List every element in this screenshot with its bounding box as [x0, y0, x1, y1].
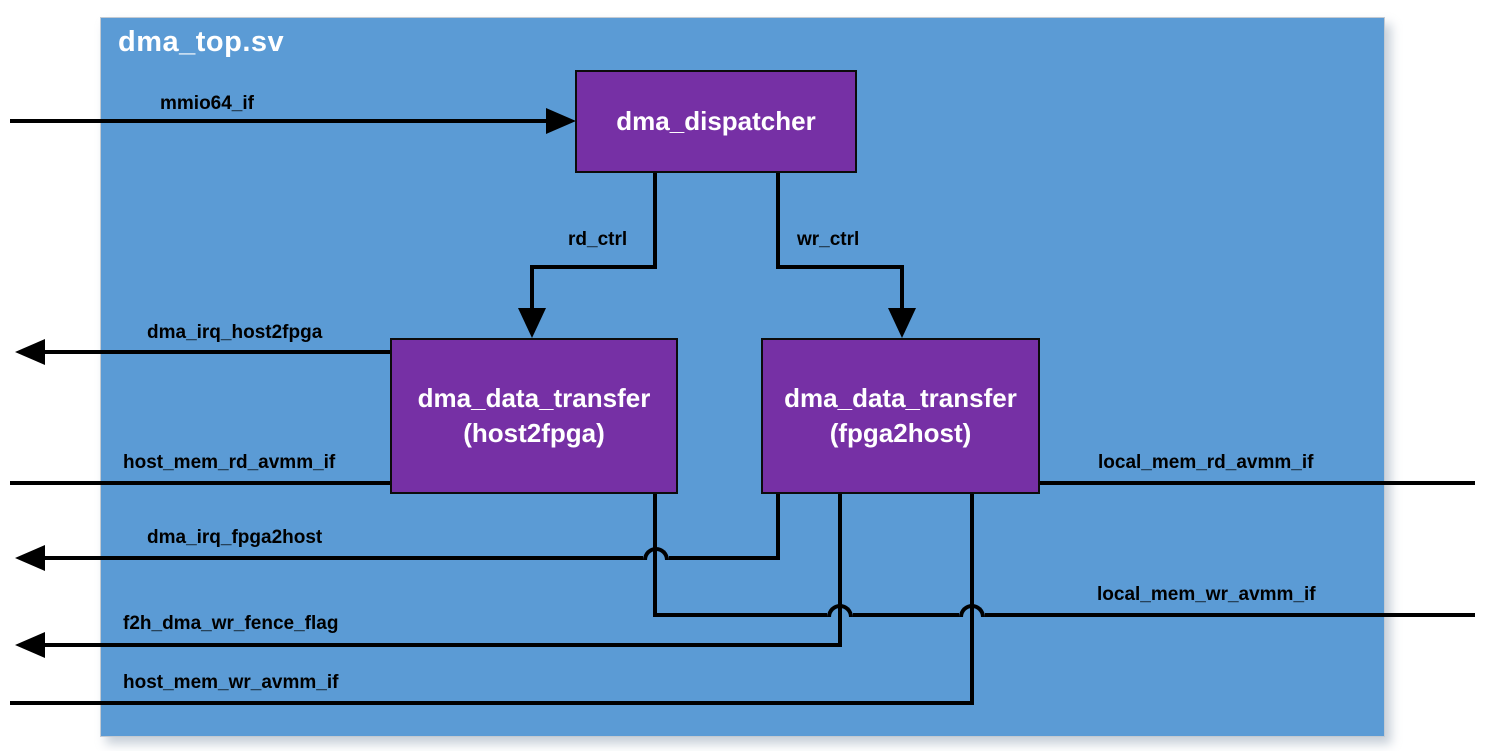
wire-dma-irq-host2fpga [42, 350, 390, 354]
wire-local-mem-wr-avmm-if-seg2 [653, 613, 827, 617]
wire-f2h-dma-wr-fence-flag-seg2 [42, 643, 842, 647]
diagram-title: dma_top.sv [118, 26, 285, 58]
wire-wr-ctrl-seg1 [776, 171, 780, 269]
wire-dma-irq-fpga2host-seg1 [776, 494, 780, 560]
label-dma-irq-host2fpga: dma_irq_host2fpga [147, 322, 323, 343]
block-fpga2host-label-line1: dma_data_transfer [784, 382, 1017, 413]
block-dma-data-transfer-host2fpga: dma_data_transfer (host2fpga) [390, 338, 678, 494]
label-f2h-dma-wr-fence-flag: f2h_dma_wr_fence_flag [123, 613, 339, 634]
label-host-mem-wr-avmm-if: host_mem_wr_avmm_if [123, 672, 339, 693]
label-rd-ctrl: rd_ctrl [568, 229, 628, 250]
wire-local-mem-wr-avmm-if-seg4 [985, 613, 1475, 617]
wire-rd-ctrl-seg2 [530, 265, 657, 269]
wire-rd-ctrl-seg3 [530, 265, 534, 312]
wire-f2h-dma-wr-fence-flag-seg1 [838, 494, 842, 647]
arrowhead-dma-irq-host2fpga-icon [15, 339, 45, 365]
arrowhead-mmio64-if-icon [546, 108, 576, 134]
wire-wr-ctrl-seg2 [776, 265, 904, 269]
label-dma-irq-fpga2host: dma_irq_fpga2host [147, 527, 323, 548]
block-dma-dispatcher-label: dma_dispatcher [616, 105, 816, 136]
wire-host-mem-rd-avmm-if [10, 481, 390, 485]
block-fpga2host-label-line2: (fpga2host) [829, 418, 972, 448]
block-dma-data-transfer-fpga2host: dma_data_transfer (fpga2host) [761, 338, 1040, 494]
wire-wr-ctrl-seg3 [900, 265, 904, 312]
arrowhead-wr-ctrl-icon [888, 308, 916, 338]
block-host2fpga-label-line2: (host2fpga) [463, 418, 605, 448]
wire-host-mem-wr-avmm-if-seg2 [10, 701, 974, 705]
wire-hop-icon [643, 547, 669, 560]
wire-local-mem-rd-avmm-if [1040, 481, 1475, 485]
arrowhead-f2h-dma-wr-fence-flag-icon [15, 632, 45, 658]
wire-dma-irq-fpga2host-seg2 [42, 556, 643, 560]
wire-mmio64-if [10, 119, 547, 123]
arrowhead-rd-ctrl-icon [518, 308, 546, 338]
wire-host-mem-wr-avmm-if-seg1 [970, 494, 974, 705]
block-host2fpga-label-line1: dma_data_transfer [417, 382, 651, 413]
wire-rd-ctrl-seg1 [653, 171, 657, 269]
label-local-mem-rd-avmm-if: local_mem_rd_avmm_if [1098, 452, 1314, 473]
wire-dma-irq-fpga2host-seg3 [669, 556, 780, 560]
label-local-mem-wr-avmm-if: local_mem_wr_avmm_if [1097, 584, 1316, 605]
block-dma-dispatcher: dma_dispatcher [575, 70, 857, 173]
wire-local-mem-wr-avmm-if-seg3 [853, 613, 959, 617]
arrowhead-dma-irq-fpga2host-icon [15, 545, 45, 571]
label-host-mem-rd-avmm-if: host_mem_rd_avmm_if [123, 452, 336, 473]
label-mmio64-if: mmio64_if [160, 93, 254, 114]
label-wr-ctrl: wr_ctrl [797, 229, 860, 250]
